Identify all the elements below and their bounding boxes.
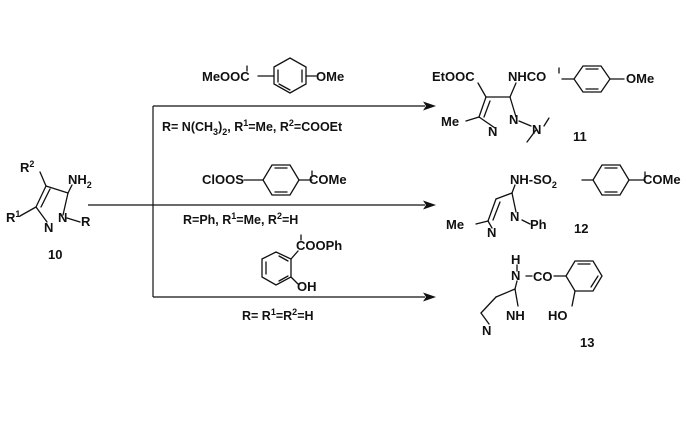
reagent-2-left-group: ClOOS — [202, 172, 244, 187]
compound-10-n2-label: N — [44, 220, 53, 235]
compound-13-nh-label: N — [511, 268, 520, 283]
compound-11-ome-label: OMe — [626, 71, 654, 86]
reagent-2-structure — [243, 164, 313, 196]
compound-13-structure — [480, 260, 603, 325]
condition-3: R= R1=R2=H — [242, 307, 314, 323]
compound-13-ho-label: HO — [548, 308, 568, 323]
compound-10-r-label: R — [81, 214, 91, 229]
compound-10-n1-label: N — [58, 210, 67, 225]
compound-10-r1-label: R1 — [6, 209, 20, 225]
compound-11-structure — [465, 65, 625, 143]
compound-12-n1-label: N — [510, 209, 519, 224]
reagent-1-structure — [246, 57, 317, 94]
compound-13-number: 13 — [580, 335, 594, 350]
compound-12-come-label: COMe — [643, 172, 681, 187]
condition-2: R=Ph, R1=Me, R2=H — [183, 211, 298, 227]
compound-11-n1-label: N — [509, 112, 518, 127]
compound-10-structure — [19, 171, 81, 223]
compound-13-nh-ring-label: NH — [506, 308, 525, 323]
compound-12-ph-label: Ph — [530, 217, 547, 232]
compound-13-co-label: CO — [533, 269, 553, 284]
reagent-3-top-group: COOPh — [296, 238, 342, 253]
compound-12-number: 12 — [574, 221, 588, 236]
reagent-3-oh-label: OH — [297, 279, 317, 294]
reaction-arrows — [88, 101, 436, 302]
compound-11-etooc-label: EtOOC — [432, 69, 475, 84]
compound-11-me-label: Me — [441, 114, 459, 129]
reagent-1-left-group: MeOOC — [202, 69, 250, 84]
compound-11-amine-n-label: N — [532, 122, 541, 137]
compound-12-n2-label: N — [487, 225, 496, 240]
reagent-2-right-group: COMe — [309, 172, 347, 187]
compound-10-number: 10 — [48, 247, 62, 262]
compound-11-number: 11 — [573, 129, 587, 144]
compound-11-nhco-label: NHCO — [508, 69, 546, 84]
compound-12-nhso2-label: NH-SO2 — [510, 172, 557, 190]
compound-10-r2-label: R2 — [20, 159, 34, 175]
condition-1: R= N(CH3)2, R1=Me, R2=COOEt — [162, 118, 343, 137]
compound-12-structure — [475, 164, 646, 229]
compound-11-n2-label: N — [488, 124, 497, 139]
compound-13-h-label: H — [511, 252, 520, 267]
reagent-3-structure — [261, 234, 302, 286]
compound-12-me-label: Me — [446, 217, 464, 232]
compound-10-nh2-label: NH2 — [68, 172, 92, 190]
reagent-1-right-group: OMe — [316, 69, 344, 84]
compound-13-n-label: N — [482, 323, 491, 338]
